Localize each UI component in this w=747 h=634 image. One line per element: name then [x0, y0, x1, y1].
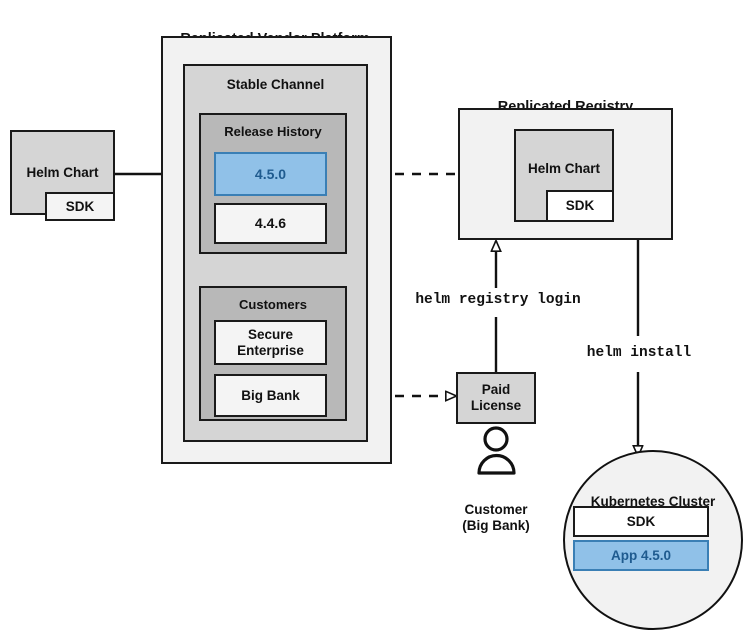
release-item-4-5-0[interactable]: 4.5.0 — [214, 152, 327, 196]
customer-actor-label-text: Customer (Big Bank) — [462, 502, 530, 534]
release-version-label: 4.5.0 — [254, 165, 287, 182]
source-sdk-box: SDK — [45, 192, 115, 221]
command-helm-install-text: helm install — [586, 345, 692, 361]
source-helm-chart-label: Helm Chart — [26, 164, 99, 180]
stable-channel-title-text: Stable Channel — [226, 77, 325, 92]
release-history-title: Release History — [201, 124, 345, 139]
customer-item-secure-enterprise[interactable]: Secure Enterprise — [214, 320, 327, 365]
paid-license-label: Paid License — [470, 382, 522, 413]
kubernetes-cluster-title-text: Kubernetes Cluster — [590, 494, 716, 510]
customers-title-text: Customers — [239, 297, 307, 312]
customer-name-label: Secure Enterprise — [237, 326, 304, 358]
registry-helm-chart-label: Helm Chart — [527, 160, 600, 176]
cluster-component-label: SDK — [626, 513, 656, 529]
stable-channel-title: Stable Channel — [185, 77, 366, 92]
registry-sdk-box: SDK — [546, 190, 614, 222]
cluster-component-sdk: SDK — [573, 506, 709, 537]
command-helm-registry-login-text: helm registry login — [415, 292, 581, 308]
release-history-title-text: Release History — [224, 124, 322, 139]
person-icon — [477, 426, 516, 475]
customer-name-label: Big Bank — [241, 387, 300, 403]
command-helm-registry-login: helm registry login — [398, 292, 598, 308]
release-version-label: 4.4.6 — [254, 215, 287, 232]
customer-item-big-bank[interactable]: Big Bank — [214, 374, 327, 417]
cluster-component-label: App 4.5.0 — [610, 547, 672, 563]
registry-sdk-label: SDK — [565, 198, 595, 214]
cluster-component-app: App 4.5.0 — [573, 540, 709, 571]
release-item-4-4-6[interactable]: 4.4.6 — [214, 203, 327, 244]
paid-license-box: Paid License — [456, 372, 536, 424]
customer-actor-label: Customer (Big Bank) — [431, 486, 561, 535]
command-helm-install: helm install — [566, 345, 712, 361]
customers-title: Customers — [201, 297, 345, 312]
source-sdk-label: SDK — [65, 198, 95, 214]
kubernetes-cluster-title: Kubernetes Cluster — [563, 478, 743, 510]
